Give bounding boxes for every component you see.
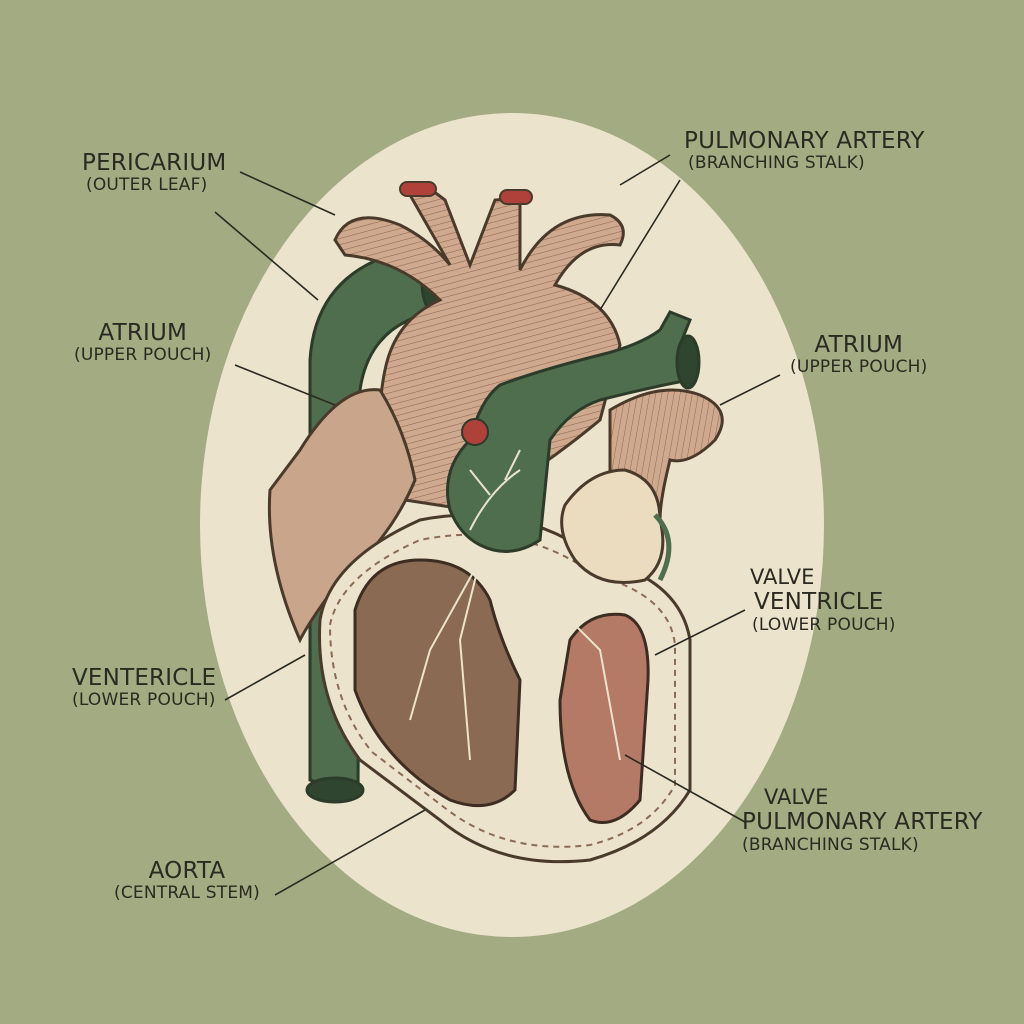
label-aorta-sub: (CENTRAL STEM) bbox=[114, 883, 260, 904]
label-pericardium: PERICARIUM (OUTER LEAF) bbox=[82, 150, 226, 196]
label-pulmonary-artery-bottom-title: PULMONARY ARTERY bbox=[742, 809, 983, 836]
label-aorta: AORTA (CENTRAL STEM) bbox=[114, 858, 260, 904]
label-atrium-left-sub: (UPPER POUCH) bbox=[74, 345, 212, 366]
label-aorta-title: AORTA bbox=[148, 858, 226, 884]
label-pulmonary-artery-bottom: VALVE PULMONARY ARTERY (BRANCHING STALK) bbox=[742, 785, 983, 855]
label-pericardium-title: PERICARIUM bbox=[82, 150, 227, 176]
label-pulmonary-artery-bottom-sub: (BRANCHING STALK) bbox=[742, 834, 919, 855]
label-ventricle-left-side-sub: (LOWER POUCH) bbox=[72, 690, 216, 711]
right-ventricle-chamber bbox=[558, 612, 650, 824]
label-ventricle-left-side-title: VENTERICLE bbox=[72, 665, 217, 691]
chordae-lines bbox=[409, 559, 621, 781]
label-atrium-right-sub: (UPPER POUCH) bbox=[790, 357, 928, 378]
label-ventricle-left-side: VENTERICLE (LOWER POUCH) bbox=[72, 665, 216, 711]
label-atrium-left: ATRIUM (UPPER POUCH) bbox=[74, 320, 212, 366]
label-atrium-left-title: ATRIUM bbox=[98, 320, 188, 346]
label-ventricle-right-side-pre: VALVE bbox=[750, 565, 815, 589]
label-atrium-right-title: ATRIUM bbox=[814, 332, 904, 358]
label-pericardium-sub: (OUTER LEAF) bbox=[86, 175, 208, 196]
label-pulmonary-artery-top: PULMONARY ARTERY (BRANCHING STALK) bbox=[684, 128, 925, 174]
label-atrium-right: ATRIUM (UPPER POUCH) bbox=[790, 332, 928, 378]
left-ventricle-chamber bbox=[353, 558, 522, 808]
leader-lines bbox=[214, 154, 781, 896]
label-pulmonary-artery-top-sub: (BRANCHING STALK) bbox=[688, 153, 865, 174]
label-pulmonary-artery-top-title: PULMONARY ARTERY bbox=[684, 128, 925, 154]
label-ventricle-right-side-sub: (LOWER POUCH) bbox=[752, 614, 896, 635]
label-ventricle-right-side-title: VENTRICLE bbox=[754, 589, 884, 616]
auricle bbox=[560, 468, 665, 584]
label-pulmonary-artery-bottom-pre: VALVE bbox=[764, 785, 829, 809]
label-ventricle-right-side: VALVE VENTRICLE (LOWER POUCH) bbox=[750, 565, 896, 635]
